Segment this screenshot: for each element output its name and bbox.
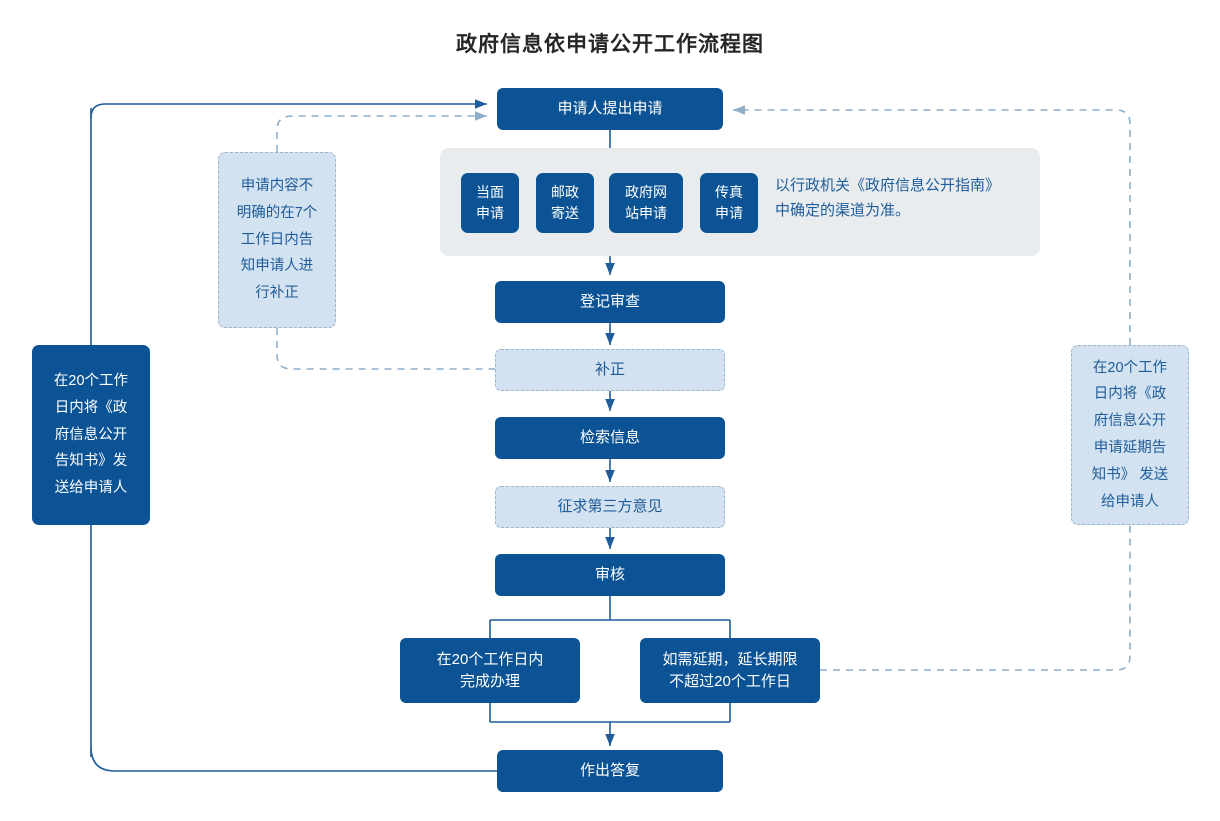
channel-postal-label: 邮政 寄送 xyxy=(551,184,579,221)
branch-extension[interactable]: 如需延期，延长期限 不超过20个工作日 xyxy=(640,638,820,703)
channel-fax-label: 传真 申请 xyxy=(715,184,743,221)
node-supplement-label: 补正 xyxy=(594,361,625,379)
page-title: 政府信息依申请公开工作流程图 xyxy=(456,33,764,56)
node-review-label: 审核 xyxy=(594,566,625,584)
annotation-supplement-note-text: 申请内容不 明确的在7个 工作日内告 知申请人进 行补正 xyxy=(236,177,318,302)
node-retrieve-label: 检索信息 xyxy=(579,429,640,447)
node-register[interactable]: 登记审查 xyxy=(495,281,725,323)
channel-website[interactable]: 政府网 站申请 xyxy=(609,173,683,233)
annotation-supplement-note[interactable]: 申请内容不 明确的在7个 工作日内告 知申请人进 行补正 xyxy=(218,152,336,328)
node-retrieve[interactable]: 检索信息 xyxy=(495,417,725,459)
channel-website-label: 政府网 站申请 xyxy=(625,184,667,221)
branch-left-label: 在20个工作日内 完成办理 xyxy=(436,650,544,690)
channel-fax[interactable]: 传真 申请 xyxy=(700,173,758,233)
channel-in-person[interactable]: 当面 申请 xyxy=(461,173,519,233)
node-register-label: 登记审查 xyxy=(579,293,640,311)
branch-complete-in-20-days[interactable]: 在20个工作日内 完成办理 xyxy=(400,638,580,703)
node-third-party[interactable]: 征求第三方意见 xyxy=(495,486,725,528)
channel-postal[interactable]: 邮政 寄送 xyxy=(536,173,594,233)
annotation-left-notice[interactable]: 在20个工作 日内将《政 府信息公开 告知书》发 送给申请人 xyxy=(32,345,150,525)
branch-right-label: 如需延期，延长期限 不超过20个工作日 xyxy=(662,650,798,690)
node-end-label: 作出答复 xyxy=(579,762,640,780)
annotation-left-notice-text: 在20个工作 日内将《政 府信息公开 告知书》发 送给申请人 xyxy=(53,372,129,497)
channel-in-person-label: 当面 申请 xyxy=(476,184,504,221)
annotation-right-notice[interactable]: 在20个工作 日内将《政 府信息公开 申请延期告 知书》 发送 给申请人 xyxy=(1071,345,1189,525)
annotation-right-notice-text: 在20个工作 日内将《政 府信息公开 申请延期告 知书》 发送 给申请人 xyxy=(1091,359,1169,510)
node-start[interactable]: 申请人提出申请 xyxy=(497,88,723,130)
node-start-label: 申请人提出申请 xyxy=(557,100,663,118)
channels-note: 以行政机关《政府信息公开指南》 中确定的渠道为准。 xyxy=(775,177,1001,219)
node-supplement[interactable]: 补正 xyxy=(495,349,725,391)
node-third-party-label: 征求第三方意见 xyxy=(557,498,663,516)
node-review[interactable]: 审核 xyxy=(495,554,725,596)
node-end[interactable]: 作出答复 xyxy=(497,750,723,792)
